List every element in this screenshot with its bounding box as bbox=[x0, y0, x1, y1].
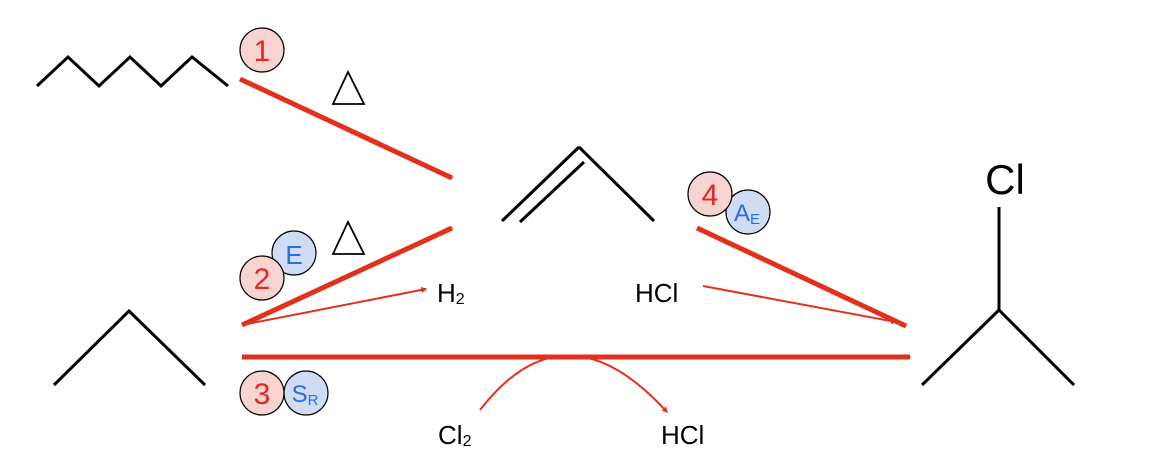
svg-text:1: 1 bbox=[254, 35, 271, 68]
step-1-badge: 1 bbox=[239, 27, 285, 73]
hexane-skeleton bbox=[35, 54, 229, 89]
step2-arrow bbox=[240, 225, 454, 328]
svg-text:3: 3 bbox=[254, 378, 271, 411]
svg-text:4: 4 bbox=[702, 179, 719, 212]
svg-text:2: 2 bbox=[254, 263, 271, 296]
h2-label: H2 bbox=[437, 278, 465, 308]
hcl-byproduct-label: HCl bbox=[661, 420, 704, 450]
mechanism-AE-badge: AE bbox=[725, 189, 771, 235]
svg-text:E: E bbox=[285, 240, 302, 270]
propene-skeleton bbox=[500, 145, 656, 224]
step1-arrow bbox=[238, 76, 454, 181]
cl2-label: Cl2 bbox=[438, 420, 472, 450]
step-2-badge: 2 bbox=[239, 255, 285, 301]
hcl-addition-arrow bbox=[702, 285, 898, 325]
heat-triangle-icon bbox=[331, 69, 366, 105]
2-chloropropane-skeleton bbox=[920, 207, 1076, 387]
step4-arrow bbox=[695, 225, 908, 329]
mechanism-E-badge: E bbox=[271, 230, 317, 276]
svg-text:AE: AE bbox=[734, 200, 760, 228]
heat-triangle-icon bbox=[331, 219, 366, 255]
hcl-reagent-label: HCl bbox=[635, 278, 678, 308]
chlorine-label: Cl bbox=[985, 156, 1025, 203]
cl2-to-hcl-curved-arrow bbox=[479, 354, 668, 413]
svg-text:SR: SR bbox=[292, 381, 319, 409]
step-3-badge: 3 bbox=[239, 370, 285, 416]
propane-skeleton bbox=[52, 308, 207, 387]
step-4-badge: 4 bbox=[687, 171, 733, 217]
h2-release-arrow bbox=[241, 286, 428, 326]
mechanism-SR-badge: SR bbox=[283, 370, 329, 416]
